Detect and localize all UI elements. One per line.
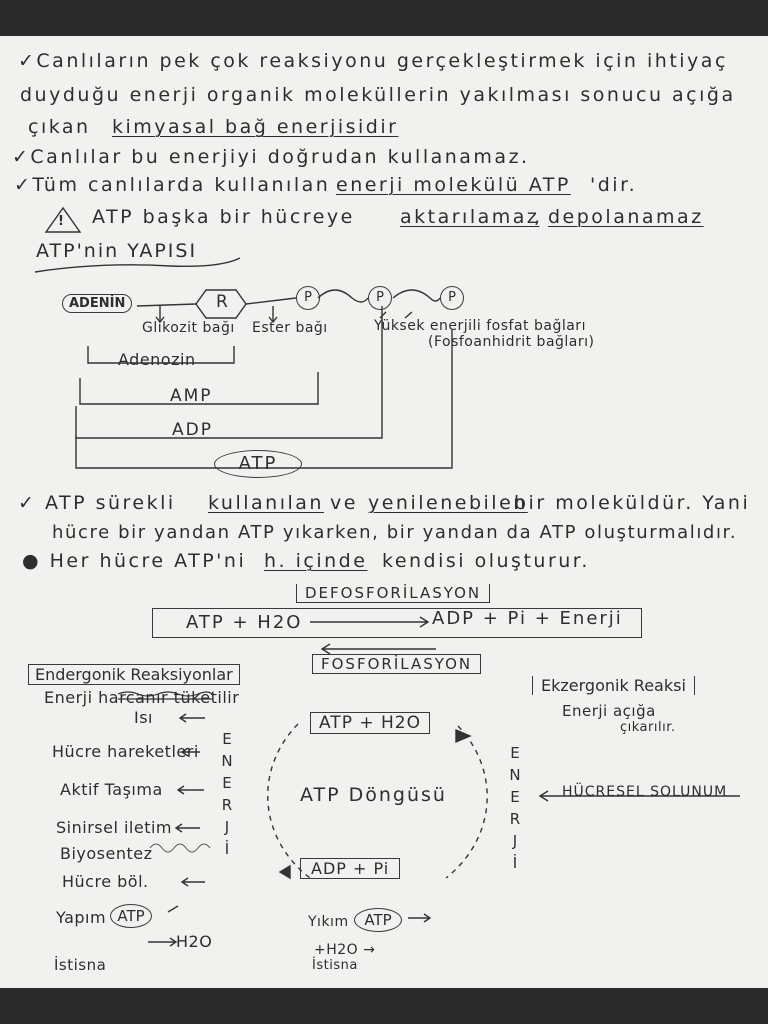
- hand-drawn-lines: [34, 206, 740, 947]
- isi-label: Isı: [134, 708, 153, 727]
- note-line-1: ✓Canlıların pek çok reaksiyonu gerçekleş…: [18, 50, 728, 72]
- note-line-6-aktarilamaz: aktarılamaz: [400, 206, 540, 228]
- adenin-box: ADENİN: [62, 294, 133, 313]
- para-line-1-yenilenebilen: yenilenebilen: [368, 492, 528, 514]
- cycle-top-box: ATP + H2O: [310, 712, 430, 734]
- adenozin-label: Adenozin: [118, 350, 196, 369]
- endergonik-title: Endergonik Reaksiyonlar: [28, 664, 240, 685]
- riboz-pentagon-icon: [195, 289, 247, 319]
- structure-title: ATP'nin YAPISI: [36, 240, 198, 262]
- yapim-h2o: H2O: [176, 932, 213, 951]
- glikozit-label: Glikozit bağı: [142, 320, 235, 336]
- warning-mark: !: [58, 214, 65, 229]
- note-line-6-comma: ,: [534, 206, 543, 228]
- phosphate-3: P: [440, 286, 464, 310]
- para-line-1-ve: ve: [330, 492, 358, 514]
- ester-label: Ester bağı: [252, 320, 328, 336]
- note-line-5-start: ✓Tüm canlılarda kullanılan: [14, 174, 331, 196]
- note-line-3-start: çıkan: [28, 116, 91, 138]
- phosphate-2: P: [368, 286, 392, 310]
- yapim-label: Yapım: [56, 908, 107, 927]
- use-item-4: Biyosentez: [60, 844, 153, 863]
- yikim-h2o: +H2O →: [314, 942, 376, 958]
- reaction-right: ADP + Pi + Enerji: [432, 608, 623, 629]
- title-underline: [34, 257, 241, 273]
- warning-triangle-icon: [44, 206, 82, 233]
- para-line-3-start: ● Her hücre ATP'ni: [22, 550, 247, 572]
- hucresel-solunum-label: HÜCRESEL SOLUNUM: [562, 784, 728, 800]
- fosforilasyon-label: FOSFORİLASYON: [312, 654, 482, 674]
- istisna-right: İstisna: [312, 958, 358, 973]
- amp-label: AMP: [170, 386, 213, 406]
- note-line-6-start: ATP başka bir hücreye: [92, 206, 355, 228]
- reaction-left: ATP + H2O: [186, 612, 303, 633]
- para-line-3-end: kendisi oluşturur.: [382, 550, 590, 572]
- yapim-atp-oval: ATP: [110, 904, 152, 928]
- ekzergonik-subtitle-1: Enerji açığa: [562, 702, 656, 720]
- istisna-left: İstisna: [54, 956, 107, 974]
- use-item-2: Aktif Taşıma: [60, 780, 163, 799]
- note-line-2: duyduğu enerji organik moleküllerin yakı…: [20, 84, 736, 106]
- endergonik-subtitle: Enerji harcanır tüketilir: [44, 688, 240, 707]
- note-line-5-underlined: enerji molekülü ATP: [336, 174, 571, 196]
- note-line-3-underlined: kimyasal bağ enerjisidir: [112, 116, 399, 138]
- phosphate-1: P: [296, 286, 320, 310]
- note-line-5-end: 'dir.: [590, 174, 638, 196]
- note-line-6-end: .: [690, 206, 699, 228]
- yikim-atp-oval: ATP: [354, 908, 402, 932]
- ekzergonik-title: Ekzergonik Reaksi: [532, 676, 695, 695]
- para-line-1-kullanilan: kullanılan: [208, 492, 324, 514]
- use-item-1: Hücre hareketleri: [52, 742, 199, 761]
- atp-oval: ATP: [214, 450, 302, 478]
- para-line-3-underlined: h. içinde: [264, 550, 368, 572]
- fosfoanhidrit-label: (Fosfoanhidrit bağları): [428, 334, 595, 350]
- para-line-1-end: bir moleküldür. Yani: [514, 492, 751, 514]
- para-line-2: hücre bir yandan ATP yıkarken, bir yanda…: [52, 522, 738, 543]
- use-item-3: Sinirsel iletim: [56, 818, 173, 837]
- yuksek-enerjili-label: Yüksek enerjili fosfat bağları: [374, 318, 586, 334]
- use-item-5: Hücre böl.: [62, 872, 149, 891]
- riboz-label: R: [216, 292, 229, 312]
- reaction-box: [152, 608, 642, 638]
- adp-label: ADP: [172, 420, 213, 440]
- ekzergonik-subtitle-2: çıkarılır.: [620, 720, 676, 735]
- notebook-page: ✓Canlıların pek çok reaksiyonu gerçekleş…: [0, 36, 768, 988]
- note-line-6-depolanamaz: depolanamaz: [548, 206, 704, 228]
- para-line-1-start: ✓ ATP sürekli: [18, 492, 176, 514]
- cycle-bottom-box: ADP + Pi: [300, 858, 401, 879]
- cycle-center-label: ATP Döngüsü: [300, 784, 447, 806]
- yikim-label: Yıkım: [308, 914, 349, 930]
- defosforilasyon-label: DEFOSFORİLASYON: [296, 584, 491, 603]
- note-line-4: ✓Canlılar bu enerjiyi doğrudan kullanama…: [12, 146, 530, 168]
